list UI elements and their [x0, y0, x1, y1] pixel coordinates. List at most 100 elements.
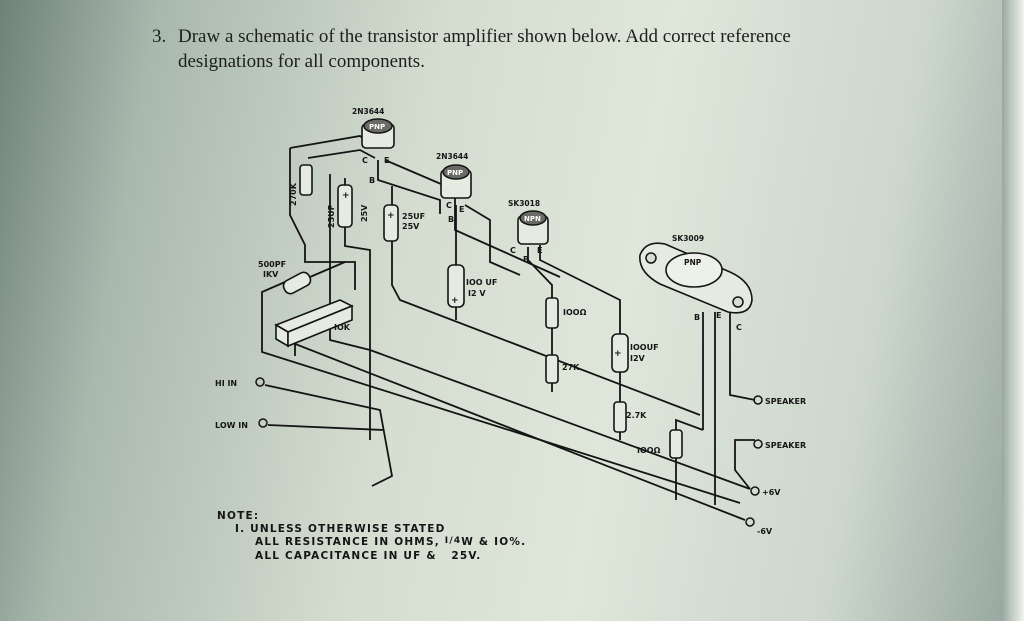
wire-q2-q3: [464, 204, 521, 276]
c25uf-b-plus-mark: +: [387, 211, 395, 221]
note-fraction: I/4: [444, 536, 462, 546]
low-in-terminal: [258, 418, 268, 428]
q3-type: NPN: [524, 215, 541, 223]
q2-pin-c: C: [446, 201, 452, 210]
resistor-27k: [545, 354, 559, 384]
wire-q3-r100: [527, 247, 553, 300]
wire-q1-q2: [384, 159, 561, 278]
note-line-2: ALL RESISTANCE IN OHMS, I/4W & IO%.: [217, 536, 526, 550]
speaker2-label: SPEAKER: [765, 441, 806, 450]
note-line-3a: ALL CAPACITANCE IN UF &: [255, 550, 437, 562]
wire-q4-collector: [729, 312, 756, 401]
label-100uf-a: IOO UF: [466, 278, 497, 287]
label-270k: 270K: [289, 182, 298, 206]
q2-pin-b: B: [448, 215, 454, 224]
speaker1-terminal: [753, 395, 763, 405]
capacitor-100uf-a: [447, 264, 465, 308]
label-12v-b: I2V: [630, 354, 646, 363]
q1-type: PNP: [369, 123, 385, 131]
hi-in-terminal: [255, 377, 265, 387]
question-line-1: 3.Draw a schematic of the transistor amp…: [152, 24, 912, 49]
label-25uf-b: 25UF: [402, 212, 425, 221]
wire-q3-c100uf: [539, 245, 621, 335]
wire-left-loop: [289, 148, 356, 290]
q1-pin-c: C: [362, 156, 368, 165]
c25uf-plus-mark: +: [342, 191, 350, 201]
resistor-2-7k: [613, 401, 627, 433]
q3-pin-e: E: [537, 246, 542, 255]
speaker1-label: SPEAKER: [765, 397, 806, 406]
wire-r100b-top: [675, 418, 704, 431]
wire-speaker2: [734, 439, 755, 490]
note-heading: NOTE:: [217, 510, 260, 522]
question-line-2: designations for all components.: [178, 51, 425, 72]
label-100-ohm-b: IOOΩ: [637, 446, 661, 455]
wire-500pf-left: [261, 281, 286, 322]
wiring: [261, 135, 756, 521]
capacitor-100uf-b: [611, 333, 629, 373]
q3-part-label: SK3018: [508, 199, 540, 208]
q3-cap: [519, 210, 547, 226]
resistor-270k: [299, 164, 313, 196]
label-100uf-b: IOOUF: [630, 343, 659, 352]
plus6v-terminal: [750, 486, 760, 496]
note-line-3: ALL CAPACITANCE IN UF & 25V.: [217, 550, 526, 563]
wire-q1-base: [307, 149, 376, 159]
label-2-7k: 2.7K: [626, 411, 647, 420]
wire-ground-bus: [261, 322, 741, 504]
q1-cap: [363, 118, 393, 134]
c100uf-a-plus-mark: +: [451, 296, 459, 306]
q1-pin-b: B: [369, 176, 375, 185]
capacitor-25uf-b: [383, 204, 399, 242]
question-number: 3.: [152, 26, 167, 47]
note-block: NOTE: I. UNLESS OTHERWISE STATED ALL RES…: [217, 510, 526, 563]
wire-low-in: [267, 424, 385, 431]
c100uf-b-plus-mark: +: [614, 349, 622, 359]
note-line-1: I. UNLESS OTHERWISE STATED: [235, 523, 446, 535]
low-in-label: LOW IN: [215, 421, 248, 430]
wire-hi-in: [264, 384, 394, 487]
q2-cap: [442, 164, 470, 180]
q4-pin-c: C: [736, 323, 742, 332]
capacitor-500pf: [282, 271, 312, 295]
plus6v-label: +6V: [762, 488, 781, 497]
speaker2-terminal: [753, 439, 763, 449]
wire-plus-bus: [329, 174, 751, 490]
hi-in-label: HI IN: [215, 379, 237, 388]
note-line-2a: ALL RESISTANCE IN OHMS,: [255, 536, 440, 548]
label-12v-a: I2 V: [468, 289, 486, 298]
potentiometer-10k-front: [287, 304, 353, 348]
q4-mount-hole-left: [645, 252, 657, 264]
wire-q1-collector: [289, 135, 369, 149]
q4-pin-e: E: [716, 311, 721, 320]
terminals: HI IN LOW IN SPEAKER SPEAKER +6V -6V: [215, 377, 806, 536]
components: 270K + 25UF 25V + 25UF 25V 500PF IKV IOK…: [258, 164, 683, 459]
resistor-100-a: [545, 297, 559, 329]
q1-pin-e: E: [384, 156, 389, 165]
q3-pin-b: B: [523, 255, 529, 264]
question-text: 3.Draw a schematic of the transistor amp…: [152, 24, 912, 74]
label-10k: IOK: [334, 323, 351, 332]
q1-part-label: 2N3644: [352, 107, 384, 116]
minus6v-terminal: [745, 517, 755, 527]
label-500pf: 500PF: [258, 260, 286, 269]
q4-pin-b: B: [694, 313, 700, 322]
label-1kv: IKV: [263, 270, 279, 279]
minus6v-label: -6V: [757, 527, 773, 536]
q4-mount-hole-right: [732, 296, 744, 308]
q2-pin-e: E: [459, 205, 464, 214]
note-line-2b: W & IO%.: [461, 536, 527, 548]
label-25v: 25V: [360, 204, 369, 222]
q2-part-label: 2N3644: [436, 152, 468, 161]
capacitor-25uf: [337, 184, 353, 228]
label-25uf: 25UF: [327, 205, 336, 228]
resistor-100-b: [669, 429, 683, 459]
note-line-3b: 25V.: [451, 550, 482, 562]
q4-part-label: SK3009: [672, 234, 704, 243]
wire-500pf-right: [309, 261, 346, 278]
label-100-ohm-a: IOOΩ: [563, 308, 587, 317]
wire-minus-bus: [279, 337, 746, 521]
page-edge: [1002, 0, 1024, 621]
q2-type: PNP: [447, 169, 463, 177]
